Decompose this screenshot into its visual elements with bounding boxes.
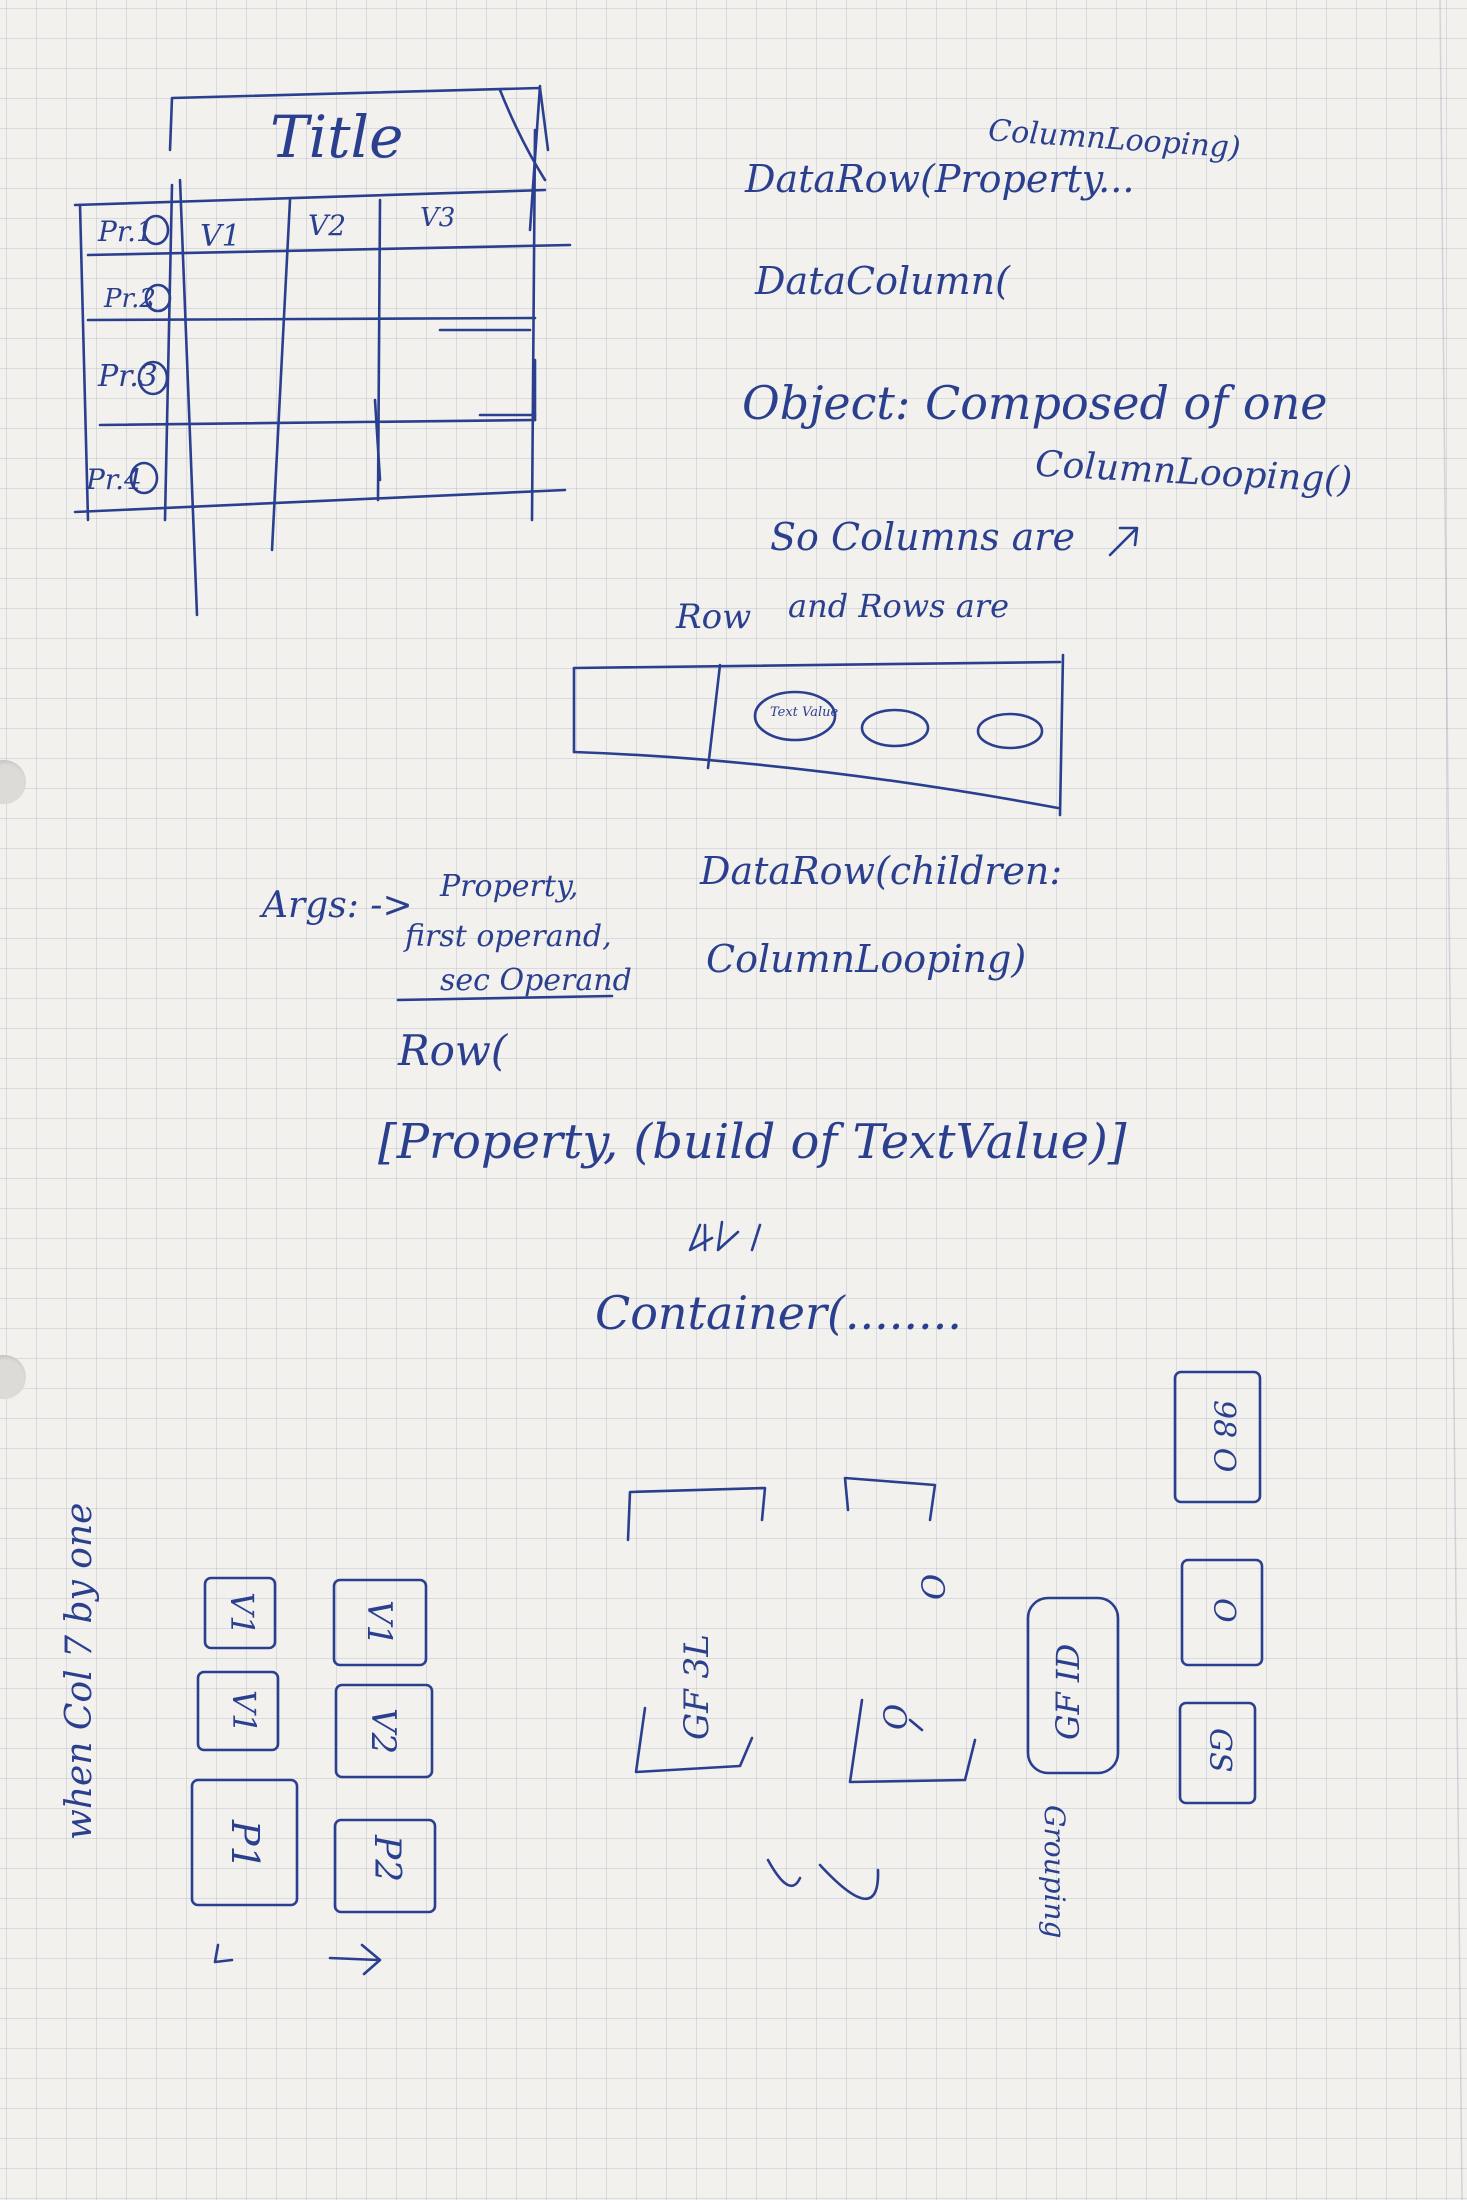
table-row-label-2: Pr.2 bbox=[104, 284, 156, 314]
table-column-v1: V1 bbox=[200, 219, 241, 254]
table-column-v2: V2 bbox=[308, 209, 347, 242]
note-row-label: Row bbox=[676, 597, 752, 637]
table-title: Title bbox=[270, 103, 404, 171]
row-container: Container(........ bbox=[595, 1286, 962, 1340]
note-object-composed: Object: Composed of one bbox=[742, 376, 1328, 430]
note-datacolumn: DataColumn( bbox=[755, 259, 1010, 303]
card-gs: GS bbox=[1202, 1728, 1237, 1773]
table-row-label-3: Pr.3 bbox=[98, 359, 158, 394]
datarow-children-line2: ColumnLooping) bbox=[706, 937, 1027, 981]
note-and-rows: and Rows are bbox=[788, 587, 1009, 625]
datarow-children-line1: DataRow(children: bbox=[700, 849, 1063, 893]
note-datarow: DataRow(Property... bbox=[745, 157, 1135, 201]
row-open: Row( bbox=[398, 1026, 508, 1075]
table-row-label-1: Pr.1 bbox=[98, 215, 154, 248]
card-gf-3l: GF 3L bbox=[677, 1634, 717, 1740]
note-so-columns: So Columns are bbox=[770, 515, 1075, 559]
card-o-upper: O bbox=[915, 1573, 953, 1600]
table-column-v3: V3 bbox=[420, 203, 456, 233]
args-label: Args: -> bbox=[262, 885, 413, 926]
row-first-cell-text: Text Value bbox=[770, 705, 839, 720]
args-property: Property, bbox=[440, 869, 579, 904]
card-o-right: O bbox=[1206, 1598, 1241, 1623]
args-sec-operand: sec Operand bbox=[440, 963, 632, 998]
card-o-lower: O bbox=[877, 1703, 915, 1730]
table-row-label-4: Pr.4 bbox=[86, 463, 142, 496]
card-grouping: Grouping bbox=[1038, 1805, 1071, 1939]
args-first-operand: first operand, bbox=[405, 919, 612, 954]
card-gf-id: GF ID bbox=[1049, 1643, 1087, 1740]
row-body: [Property, (build of TextValue)] bbox=[378, 1114, 1127, 1170]
card-98-o: 98 O bbox=[1206, 1400, 1241, 1473]
